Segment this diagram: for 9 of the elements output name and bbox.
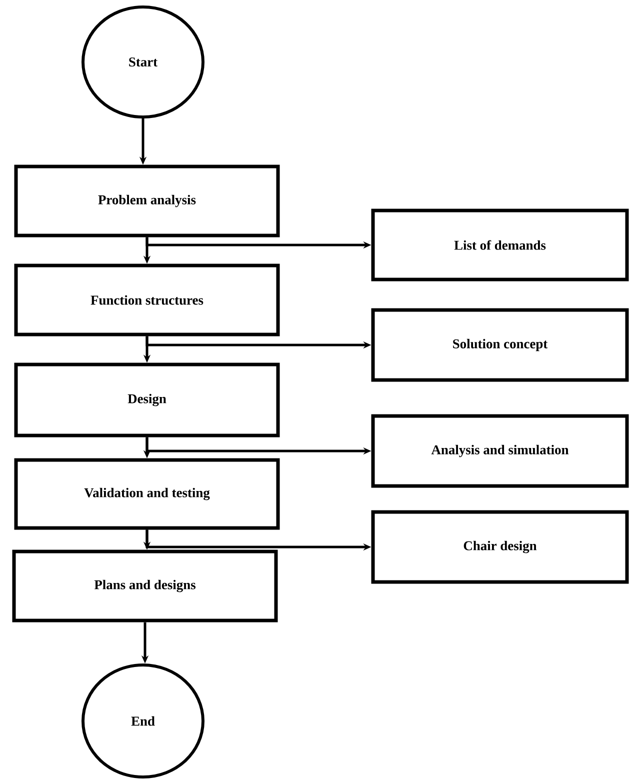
process-box: Function structures [14, 264, 280, 336]
process-box: Validation and testing [14, 458, 280, 530]
process-box: Analysis and simulation [371, 414, 629, 488]
process-box: Chair design [371, 510, 629, 584]
process-box: Plans and designs [12, 550, 278, 622]
process-box: Design [14, 362, 280, 438]
process-box: Solution concept [371, 308, 629, 382]
process-box: Problem analysis [14, 164, 280, 238]
process-box: List of demands [371, 208, 629, 282]
